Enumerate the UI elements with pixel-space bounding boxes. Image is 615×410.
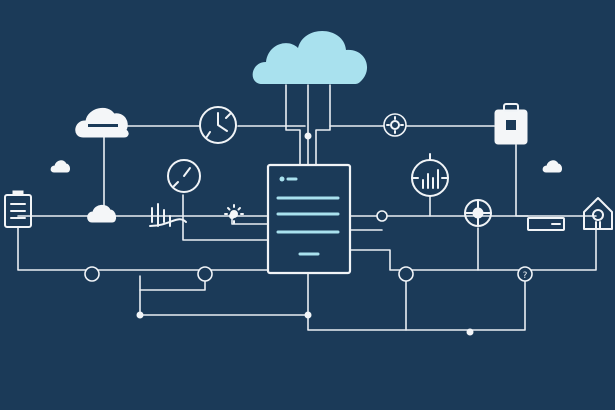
question-glyph: ? — [523, 271, 528, 281]
battery-icon — [4, 190, 32, 228]
cloud-icon — [252, 30, 368, 84]
cloud-icon — [87, 204, 117, 223]
gauge-icon — [167, 159, 201, 193]
shield-icon — [464, 199, 492, 227]
junction-dot — [304, 132, 312, 140]
spark-icon — [224, 204, 244, 224]
chart-icon — [411, 153, 449, 197]
house-icon — [583, 197, 613, 230]
gear-icon — [383, 113, 407, 137]
clock-icon — [199, 106, 237, 144]
briefcase-icon — [494, 103, 528, 145]
connector-dots: ? — [84, 132, 533, 336]
junction-dot — [466, 328, 474, 336]
junction-dot — [304, 311, 312, 319]
mini-node — [398, 266, 414, 282]
question-icon — [517, 266, 533, 282]
mini-node — [197, 266, 213, 282]
mini-node — [376, 210, 388, 222]
junction-dot — [136, 311, 144, 319]
mini-node — [84, 266, 100, 282]
router-icon — [527, 217, 565, 231]
cloud-icon — [50, 160, 70, 173]
signal-wave-icon — [149, 203, 187, 227]
cloud-icon — [75, 107, 129, 138]
cloud-icon — [542, 160, 562, 173]
server-icon — [266, 163, 352, 275]
